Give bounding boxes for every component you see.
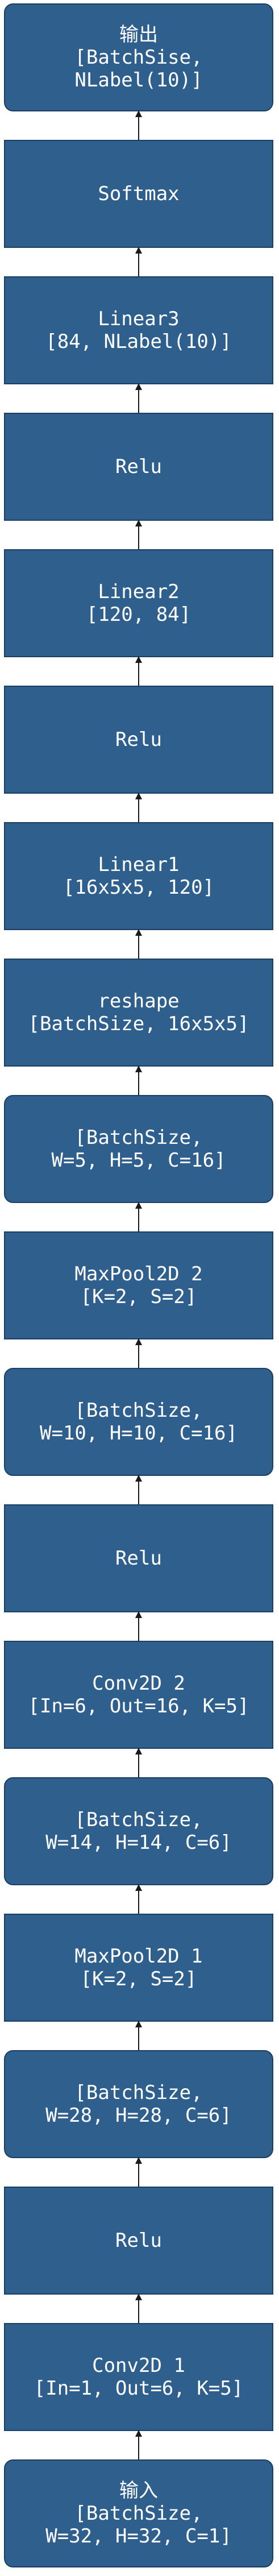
layer-node: Relu xyxy=(4,1504,273,1612)
flow-arrow xyxy=(135,1202,142,1231)
layer-node-text: [BatchSise, xyxy=(74,45,203,69)
flow-arrow xyxy=(135,656,142,686)
layer-node-text: Relu xyxy=(115,2229,162,2252)
layer-node: Relu xyxy=(4,413,273,521)
layer-node-text: Relu xyxy=(115,455,162,478)
flow-arrow xyxy=(135,2021,142,2050)
layer-node-text: [BatchSize, 16x5x5] xyxy=(28,1013,249,1035)
flow-arrow xyxy=(135,1611,142,1641)
layer-node-text: Conv2D 2 xyxy=(92,1671,185,1695)
layer-node-text: [BatchSize, xyxy=(74,2502,203,2525)
layer-node-text: Softmax xyxy=(98,182,180,205)
flow-arrow xyxy=(135,520,142,549)
layer-node: Linear1[16x5x5, 120] xyxy=(4,822,273,930)
layer-node: [BatchSize,W=28, H=28, C=6] xyxy=(4,2050,273,2158)
layer-node-text: [120, 84] xyxy=(86,603,191,626)
layer-node: reshape[BatchSize, 16x5x5] xyxy=(4,959,273,1067)
layer-node-text: Relu xyxy=(115,728,162,751)
flow-arrow xyxy=(135,247,142,276)
flow-arrow xyxy=(135,1748,142,1777)
layer-node: Linear2[120, 84] xyxy=(4,549,273,657)
flow-arrow xyxy=(135,1065,142,1095)
layer-node: [BatchSize,W=5, H=5, C=16] xyxy=(4,1095,273,1203)
flow-arrow xyxy=(135,793,142,822)
layer-node-text: Linear1 xyxy=(98,853,180,876)
layer-node-text: 输入 xyxy=(119,2479,158,2502)
layer-node-text: reshape xyxy=(98,989,180,1013)
flow-arrow xyxy=(135,2430,142,2459)
layer-node-text: W=28, H=28, C=6] xyxy=(45,2104,232,2127)
layer-node-text: MaxPool2D 1 xyxy=(74,1944,203,1968)
layer-node-text: W=5, H=5, C=16] xyxy=(51,1149,226,1172)
layer-node: Softmax xyxy=(4,140,273,248)
flow-arrow xyxy=(135,1884,142,1914)
layer-node-text: Conv2D 1 xyxy=(92,2354,185,2377)
flow-arrow xyxy=(135,929,142,959)
layer-node: MaxPool2D 2[K=2, S=2] xyxy=(4,1231,273,1339)
flow-arrow xyxy=(135,2293,142,2323)
layer-node-text: MaxPool2D 2 xyxy=(74,1262,203,1285)
layer-node-text: NLabel(10)] xyxy=(74,69,203,92)
layer-node-text: W=32, H=32, C=1] xyxy=(45,2525,232,2548)
layer-node: [BatchSize,W=10, H=10, C=16] xyxy=(4,1368,273,1476)
layer-node: MaxPool2D 1[K=2, S=2] xyxy=(4,1914,273,2022)
layer-node-text: Linear2 xyxy=(98,580,180,603)
layer-node: 输入[BatchSize,W=32, H=32, C=1] xyxy=(4,2459,273,2567)
flow-arrow xyxy=(135,110,142,140)
layer-node-text: [16x5x5, 120] xyxy=(63,876,215,899)
layer-node-text: [K=2, S=2] xyxy=(80,1968,197,1990)
layer-node-text: [BatchSize, xyxy=(74,1399,203,1422)
layer-node-text: [BatchSize, xyxy=(74,1126,203,1149)
layer-node-text: 输出 xyxy=(119,23,158,46)
layer-node-text: [BatchSize, xyxy=(74,2081,203,2104)
flow-arrow xyxy=(135,1475,142,1504)
flow-arrow xyxy=(135,1338,142,1368)
flow-arrow xyxy=(135,383,142,413)
layer-node: Relu xyxy=(4,686,273,794)
layer-node: Conv2D 2[In=6, Out=16, K=5] xyxy=(4,1641,273,1749)
layer-node: Linear3[84, NLabel(10)] xyxy=(4,276,273,384)
layer-node-text: [In=1, Out=6, K=5] xyxy=(34,2377,244,2400)
flow-arrow xyxy=(135,2157,142,2187)
layer-node-text: [BatchSize, xyxy=(74,1808,203,1831)
layer-node: [BatchSize,W=14, H=14, C=6] xyxy=(4,1777,273,1885)
layer-node-text: Relu xyxy=(115,1546,162,1570)
layer-node-text: [84, NLabel(10)] xyxy=(45,330,232,353)
layer-node-text: W=14, H=14, C=6] xyxy=(45,1831,232,1854)
layer-node-text: W=10, H=10, C=16] xyxy=(40,1422,238,1445)
layer-node-text: [In=6, Out=16, K=5] xyxy=(28,1695,249,1718)
layer-node: Conv2D 1[In=1, Out=6, K=5] xyxy=(4,2323,273,2431)
layer-node-text: [K=2, S=2] xyxy=(80,1285,197,1308)
layer-node-text: Linear3 xyxy=(98,307,180,330)
layer-node: 输出[BatchSise,NLabel(10)] xyxy=(4,3,273,111)
layer-node: Relu xyxy=(4,2187,273,2295)
